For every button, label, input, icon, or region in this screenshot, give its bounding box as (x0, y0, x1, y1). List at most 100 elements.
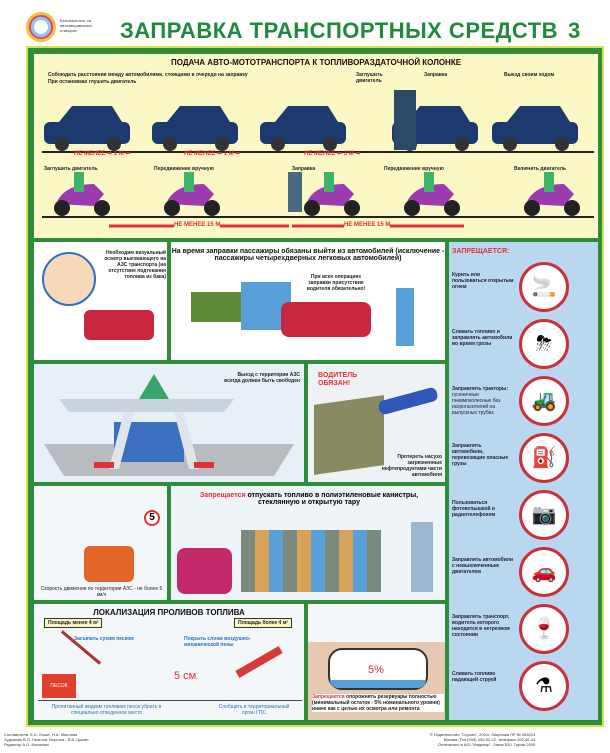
logo (26, 12, 56, 42)
station-note: Выезд с территории АЗС всегда должен быт… (224, 372, 300, 384)
gas-station-illustration (44, 374, 294, 476)
moto-step-label: Заглушить двигатель (44, 166, 98, 172)
prohibited-subitem: гусеничные (452, 392, 479, 398)
no-smoking-icon: 🚬 (519, 262, 569, 312)
tank-level (330, 680, 426, 688)
poster-frame: ПОДАЧА АВТО-МОТОТРАНСПОРТА К ТОПЛИВОРАЗД… (26, 46, 604, 727)
suv-icon (281, 302, 371, 337)
prohibited-item-text: Заправлять транспорт, водитель которого … (452, 614, 510, 638)
fuel-tank-image (314, 395, 384, 475)
publisher-credit: © Издательство "Слухач", 2001г. Лицензия… (430, 732, 536, 747)
tank-note: Запрещается опорожнять резервуары полнос… (312, 694, 444, 712)
people-queue (241, 530, 381, 592)
truck-icon (191, 292, 241, 322)
car-step-label: Заправка (424, 72, 448, 78)
camera-phone-icon: 📷 (519, 490, 569, 540)
prohibited-item-text: Сливать топливо и заправлять автомобили … (452, 329, 513, 347)
speed-panel: 5 Скорость движения по территории АЗС - … (33, 485, 168, 601)
motorcycle-icon (404, 172, 460, 216)
prohibited-item-text: Заправлять автомобили, перевозящие опасн… (452, 443, 509, 467)
tractor-icon: 🚜 (519, 376, 569, 426)
suv-icon (84, 310, 154, 340)
prohibited-panel: ЗАПРЕЩАЕТСЯ: Курить или пользоваться отк… (448, 241, 599, 721)
station-canopy (308, 604, 445, 642)
sand-action: Засыпать сухим песком (74, 636, 134, 642)
driver-panel: ВОДИТЕЛЬ ОБЯЗАН! Протереть насухо загряз… (307, 363, 446, 483)
fuel-pump-icon (411, 522, 433, 592)
inspection-text: Необходим визуальный осмотр выезжающего … (104, 250, 166, 280)
car-icon (152, 106, 238, 151)
inspection-panel: Необходим визуальный осмотр выезжающего … (33, 241, 168, 361)
passengers-note: При всех операциях заправки присутствие … (306, 274, 366, 292)
moto-step-label: Передвижение вручную (384, 166, 444, 172)
passengers-panel: На время заправки пассажиры обязаны выйт… (170, 241, 446, 361)
moto-step-label: Передвижение вручную (154, 166, 214, 172)
foam-thickness: 5 см (174, 670, 197, 682)
motorcycle-icon (164, 172, 220, 216)
car-icon (84, 546, 134, 582)
fuel-tank: 5% (328, 648, 428, 690)
car-icon (492, 106, 578, 151)
queue-panel: ПОДАЧА АВТО-МОТОТРАНСПОРТА К ТОПЛИВОРАЗД… (33, 53, 599, 239)
car-icon (177, 548, 232, 594)
sand-disposal: Пропитанный жидким топливом песок убрать… (51, 704, 162, 716)
distance-label: НЕ МЕНЕЕ ⬅ 3 М ➡ (304, 151, 361, 157)
report-note: Сообщить в территориальный орган ГПС (218, 704, 290, 716)
tank-level-label: 5% (368, 664, 384, 676)
tank-panel: 5% Запрещается опорожнять резервуары пол… (307, 603, 446, 721)
foam-action: Покрыть слоем воздушно-механической пены (184, 636, 251, 648)
car-icon (44, 106, 130, 151)
spills-panel: ЛОКАЛИЗАЦИЯ ПРОЛИВОВ ТОПЛИВА Площадь мен… (33, 603, 305, 721)
prohibited-subitem: пневмоколесные без искрогасителей на вып… (452, 398, 501, 416)
distance-label: НЕ МЕНЕЕ 15 М (344, 222, 391, 228)
prohibited-item-text: Заправлять автомобили с невыключенным дв… (452, 557, 514, 575)
fuel-nozzle-icon (377, 386, 439, 416)
motorcycle-icon (524, 172, 580, 216)
prohibited-title: ЗАПРЕЩАЕТСЯ: (452, 248, 510, 255)
speed-note: Скорость движения по территории АЗС - не… (40, 586, 163, 598)
drunk-driver-icon: 🍷 (519, 604, 569, 654)
spills-title: ЛОКАЛИЗАЦИЯ ПРОЛИВОВ ТОПЛИВА (93, 608, 245, 617)
small-area-label: Площадь менее 4 м² (44, 618, 103, 628)
prohibited-item-text: Курить или пользоваться открытым огнем (452, 272, 514, 290)
motorcycle-icons (54, 172, 580, 216)
motorcycle-icon (54, 172, 110, 216)
large-area-label: Площадь более 4 м² (234, 618, 293, 628)
running-car-icon: 🚗 (519, 547, 569, 597)
logo-text: Безопасность на автозаправочных станциях (60, 18, 93, 33)
station-panel: Выезд с территории АЗС всегда должен быт… (33, 363, 305, 483)
car-icons (44, 106, 578, 151)
fuel-pump-icon (396, 288, 414, 346)
distance-label: НЕ МЕНЕЕ ➡ 1 М ⬅ (184, 151, 241, 157)
hazard-truck-icon: ⛽ (519, 433, 569, 483)
foam-nozzle-icon (235, 646, 283, 678)
motorcycle-icon (304, 172, 360, 216)
authors-credit: Составители: Е.А. Лоскe, Н.А. Маслова Ху… (4, 732, 89, 747)
car-icon (260, 106, 346, 151)
containers-text: Запрещается отпускать топливо в полиэтил… (199, 492, 419, 506)
prohibited-item-text: Сливать топливо падающей струей (452, 671, 497, 683)
page-title: ЗАПРАВКА ТРАНСПОРТНЫХ СРЕДСТВ (120, 18, 559, 43)
woman-portrait (42, 252, 96, 306)
queue-note: Соблюдать расстояния между автомобилями,… (48, 72, 248, 78)
containers-panel: Запрещается отпускать топливо в полиэтил… (170, 485, 446, 601)
queue-title: ПОДАЧА АВТО-МОТОТРАНСПОРТА К ТОПЛИВОРАЗД… (170, 58, 462, 67)
distance-label: НЕ МЕНЕЕ ➡ 1 М ⬅ (74, 151, 131, 157)
passengers-title: На время заправки пассажиры обязаны выйт… (171, 248, 445, 262)
queue-note: При остановках глушить двигатель (48, 79, 137, 85)
queue-illustration (42, 90, 594, 228)
fuel-pump-icon (394, 90, 416, 150)
sheet-number: 3 (568, 18, 581, 43)
car-step-label: Выезд своим ходом (504, 72, 555, 78)
sand-box: ПЕСОК (42, 674, 76, 698)
thunderstorm-icon: ⛈ (519, 319, 569, 369)
distance-label: НЕ МЕНЕЕ 15 М (174, 222, 221, 228)
moto-step-label: Включить двигатель (514, 166, 566, 172)
moto-step-label: Заправка (292, 166, 316, 172)
falling-stream-icon: ⚗ (519, 661, 569, 711)
driver-title: ВОДИТЕЛЬ ОБЯЗАН! (318, 372, 358, 387)
speed-limit-sign: 5 (144, 510, 160, 526)
prohibited-item-text: Пользоваться фотовспышкой и радиотелефон… (452, 500, 496, 518)
driver-note: Протереть насухо загрязненные нефтепроду… (381, 454, 442, 478)
fuel-pump-icon (288, 172, 302, 212)
